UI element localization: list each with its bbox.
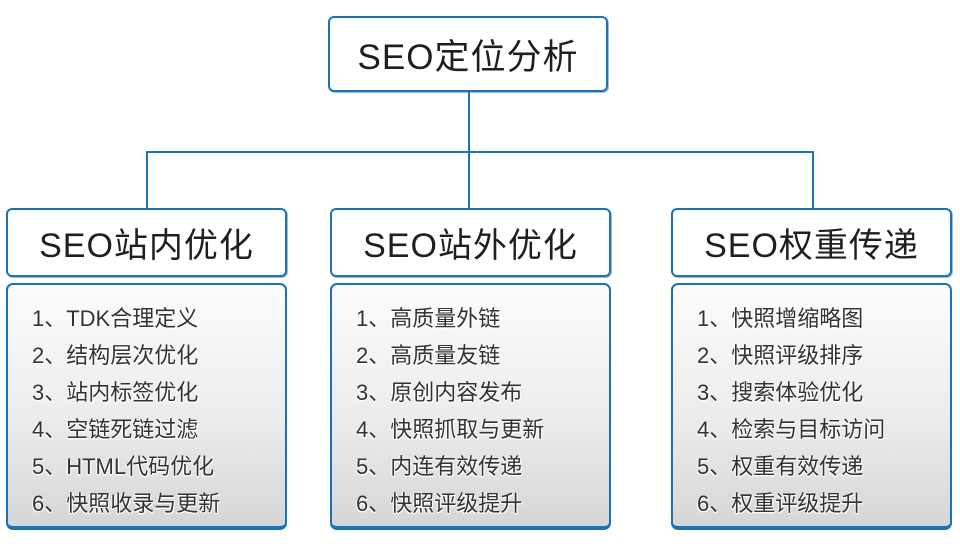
list-item: 1、TDK合理定义 — [32, 306, 199, 331]
branch-title: SEO权重传递 — [704, 227, 919, 265]
list-item: 5、内连有效传递 — [356, 454, 523, 479]
root-node-label: SEO定位分析 — [357, 37, 579, 77]
list-item: 5、HTML代码优化 — [32, 454, 215, 479]
branch-header-onsite: SEO站内优化 — [6, 208, 287, 277]
branch-title: SEO站内优化 — [39, 227, 254, 265]
list-item: 4、空链死链过滤 — [32, 417, 199, 442]
list-item: 6、权重评级提升 — [697, 491, 864, 516]
branch-header-offsite: SEO站外优化 — [330, 208, 611, 277]
list-item: 2、高质量友链 — [356, 343, 501, 368]
list-item: 3、原创内容发布 — [356, 380, 523, 405]
list-item: 1、高质量外链 — [356, 306, 501, 331]
connector-root-vertical — [468, 92, 470, 152]
list-item: 3、搜索体验优化 — [697, 380, 864, 405]
branch-item-list-weight: 1、快照增缩略图 2、快照评级排序 3、搜索体验优化 4、检索与目标访问 5、权… — [671, 283, 952, 530]
list-item: 2、结构层次优化 — [32, 343, 199, 368]
branch-title: SEO站外优化 — [363, 227, 578, 265]
list-item: 2、快照评级排序 — [697, 343, 864, 368]
list-item: 4、快照抓取与更新 — [356, 417, 545, 442]
connector-right-vertical — [812, 151, 814, 208]
connector-horizontal — [146, 151, 814, 153]
branch-item-list-offsite: 1、高质量外链 2、高质量友链 3、原创内容发布 4、快照抓取与更新 5、内连有… — [330, 283, 611, 530]
connector-middle-vertical — [468, 151, 470, 208]
list-item: 5、权重有效传递 — [697, 454, 864, 479]
list-item: 6、快照评级提升 — [356, 491, 523, 516]
connector-left-vertical — [146, 151, 148, 208]
root-node-seo-positioning-analysis: SEO定位分析 — [328, 16, 608, 92]
branch-header-weight: SEO权重传递 — [671, 208, 952, 277]
branch-item-list-onsite: 1、TDK合理定义 2、结构层次优化 3、站内标签优化 4、空链死链过滤 5、H… — [6, 283, 287, 530]
list-item: 1、快照增缩略图 — [697, 306, 864, 331]
list-item: 3、站内标签优化 — [32, 380, 199, 405]
list-item: 4、检索与目标访问 — [697, 417, 886, 442]
list-item: 6、快照收录与更新 — [32, 491, 221, 516]
